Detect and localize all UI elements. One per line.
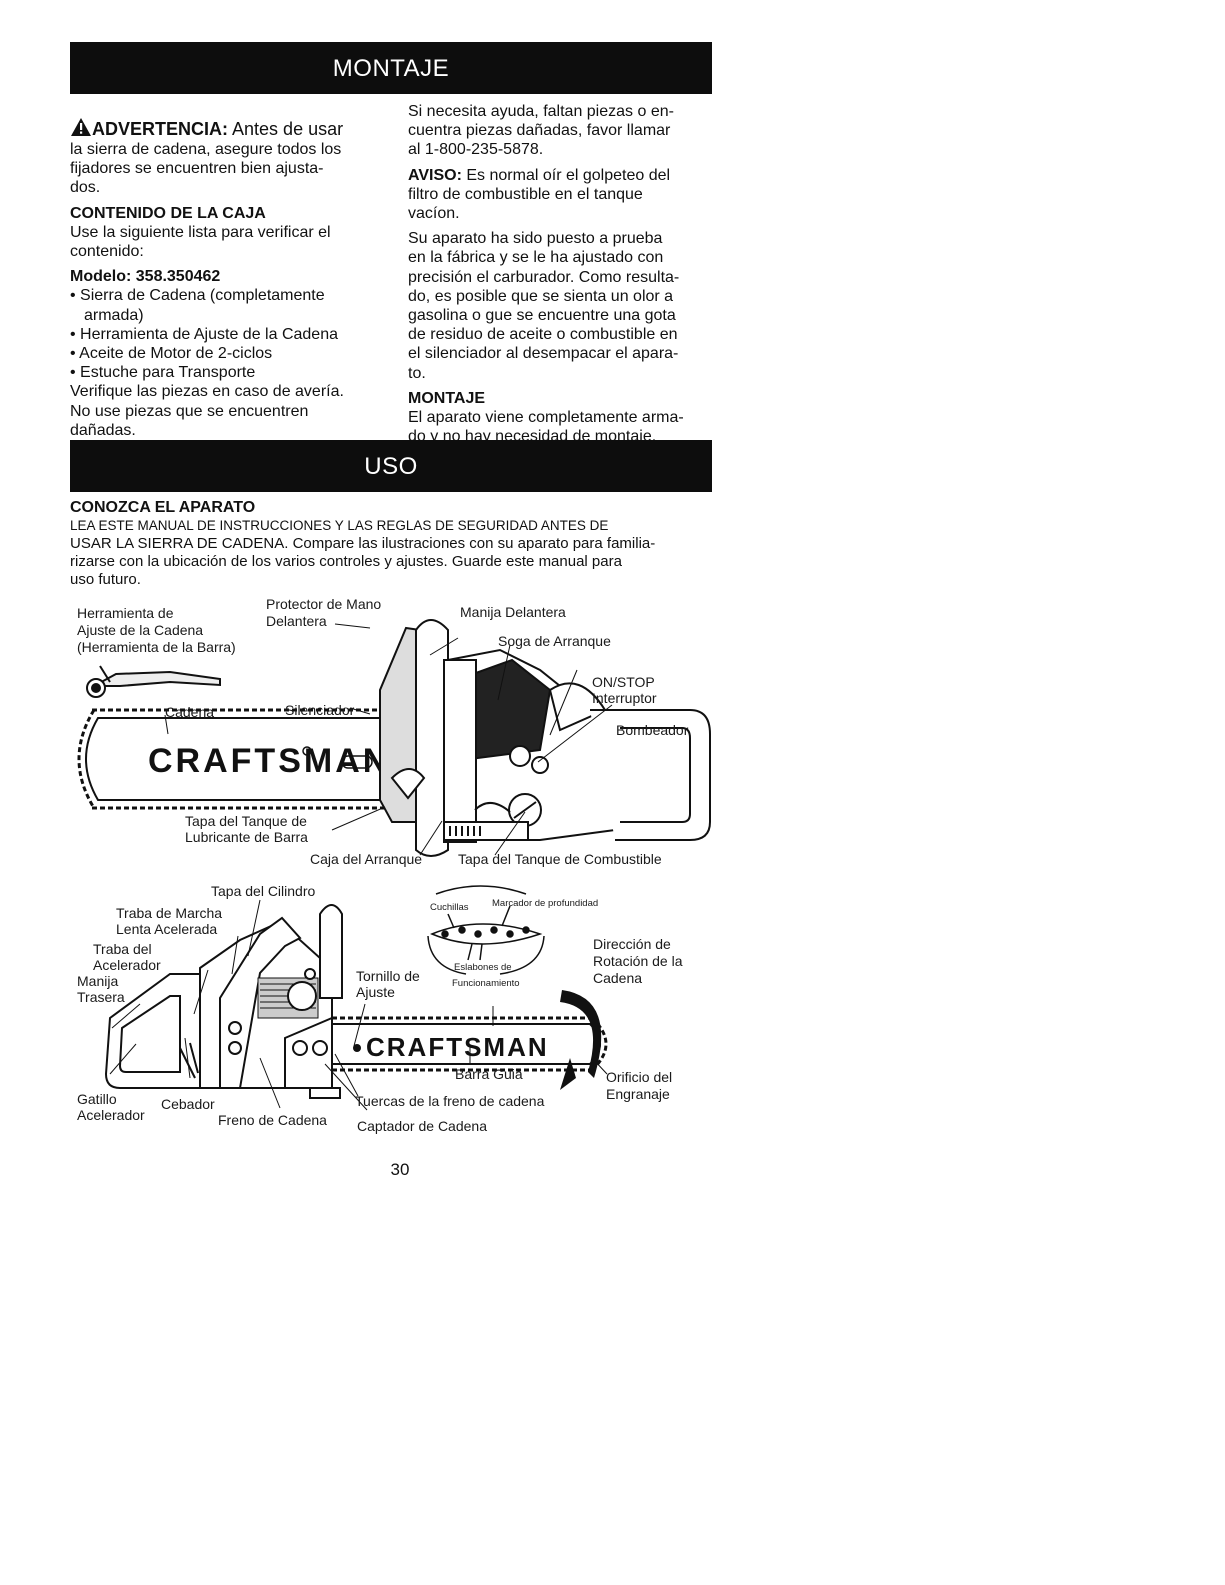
label-drive-links: Eslabones de: [454, 962, 512, 973]
leader-lines: [109, 899, 608, 1111]
tested-text: precisión el carburador. Como resulta-: [408, 268, 680, 286]
label-cylinder-cover: Tapa del Cilindro: [211, 883, 316, 899]
list-item: armada): [84, 306, 144, 324]
label-rear-handle: Trasera: [77, 989, 125, 1005]
label-chain-rotation: Rotación de la: [593, 953, 683, 969]
uso-text: LEA ESTE MANUAL DE INSTRUCCIONES Y LAS R…: [70, 518, 609, 534]
label-front-handle: Manija Delantera: [460, 604, 566, 620]
label-chain-rotation: Dirección de: [593, 936, 671, 952]
help-phone: al 1-800-235-5878.: [408, 141, 544, 159]
label-brake-nuts: Tuercas de la freno de cadena: [355, 1093, 545, 1109]
warning-text: la sierra de cadena, asegure todos los: [70, 141, 342, 158]
uso-heading: CONOZCA EL APARATO: [70, 499, 256, 516]
label-choke: Cebador: [161, 1096, 215, 1112]
list-item: Estuche para Transporte: [70, 363, 390, 382]
label-depth-gauge: Marcador de profundidad: [492, 898, 599, 909]
uso-intro: CONOZCA EL APARATO LEA ESTE MANUAL DE IN…: [70, 498, 730, 589]
tested-text: do, es posible que se sienta un olor a: [408, 287, 674, 305]
verify-text: Verifique las piezas en caso de avería.: [70, 383, 344, 401]
label-cutters: Cuchillas: [430, 902, 469, 913]
tested-text: to.: [408, 364, 426, 382]
label-fast-idle-lock: Traba de Marcha: [116, 905, 223, 921]
label-rear-handle: Manija: [77, 973, 119, 989]
warning-title: ADVERTENCIA:: [92, 119, 229, 139]
rotation-arrow-icon: [560, 990, 602, 1090]
page-number: 30: [390, 1160, 410, 1179]
guide-bar-icon: CRAFTSMAN: [331, 1016, 608, 1072]
assembly-text: El aparato viene completamente arma-: [408, 409, 684, 427]
label-sprocket-hole: Engranaje: [606, 1086, 670, 1102]
tested-text: gasolina o gue se encuentre una gota: [408, 307, 676, 325]
list-item: Sierra de Cadena (completamente: [70, 286, 390, 305]
tested-text: en la fábrica y se le ha ajustado con: [408, 249, 664, 267]
notice-text: vacíon.: [408, 205, 460, 223]
guide-bar-icon: CRAFTSMAN: [77, 708, 396, 810]
notice-text: filtro de combustible en el tanque: [408, 185, 643, 203]
chain-detail-icon: [427, 885, 545, 975]
label-throttle-trigger: Gatillo: [77, 1091, 117, 1107]
warning-text: Antes de usar: [228, 119, 344, 139]
chainsaw-diagram-top: CRAFTSMAN: [77, 619, 711, 857]
model-number: Modelo: 358.350462: [70, 268, 221, 286]
contents-heading: CONTENIDO DE LA CAJA: [70, 204, 266, 222]
left-column: ADVERTENCIA: Antes de usar la sierra de …: [70, 117, 390, 440]
section-header-uso: USO: [70, 440, 712, 492]
chainsaw-diagram-bottom: CRAFTSMAN: [104, 885, 608, 1111]
label-throttle-trigger: Acelerador: [77, 1107, 145, 1123]
contents-text: contenido:: [70, 243, 144, 261]
warning-icon: [71, 118, 91, 136]
label-primer: Bombeador: [616, 722, 689, 738]
list-item: Aceite de Motor de 2-ciclos: [70, 344, 390, 363]
verify-text: dañadas.: [70, 421, 136, 439]
label-on-stop-switch: Interruptor: [592, 690, 657, 706]
tested-text: Su aparato ha sido puesto a prueba: [408, 230, 663, 248]
right-column: Si necesita ayuda, faltan piezas o en- c…: [408, 102, 718, 446]
tested-text: el silenciador al desempacar el apara-: [408, 345, 679, 363]
label-sprocket-hole: Orificio del: [606, 1069, 673, 1085]
label-muffler: Silenciador: [285, 702, 355, 718]
section-header-montaje: MONTAJE: [70, 42, 712, 94]
label-chain-tool: (Herramienta de la Barra): [77, 639, 236, 655]
list-item: Herramienta de Ajuste de la Cadena: [70, 325, 390, 344]
chain-tool-icon: [86, 665, 221, 698]
assembly-heading: MONTAJE: [408, 389, 486, 407]
label-adjusting-screw: Tornillo de: [356, 968, 420, 984]
verify-text: No use piezas que se encuentren: [70, 402, 309, 420]
label-fuel-cap: Tapa del Tanque de Combustible: [458, 851, 662, 867]
uso-text: USAR LA SIERRA DE CADENA. Compare las il…: [70, 535, 656, 553]
uso-text: uso futuro.: [70, 571, 141, 589]
label-throttle-lock: Acelerador: [93, 957, 161, 973]
notice-title: AVISO:: [408, 166, 462, 184]
label-on-stop-switch: ON/STOP: [592, 674, 655, 690]
label-chain-tool: Ajuste de la Cadena: [77, 622, 204, 638]
label-chain-tool: Herramienta de: [77, 605, 174, 621]
saw-body-icon: [379, 619, 711, 857]
brand-logo: CRAFTSMAN: [366, 1032, 549, 1062]
tested-text: de residuo de aceite o combustible en: [408, 326, 678, 344]
label-starter-housing: Caja del Arranque: [310, 851, 423, 867]
warning-text: fijadores se encuentren bien ajusta-: [70, 160, 324, 178]
contents-text: Use la siguiente lista para verificar el: [70, 223, 331, 241]
label-chain-rotation: Cadena: [593, 970, 643, 986]
label-chain: Cadena: [165, 704, 215, 720]
label-oil-cap: Lubricante de Barra: [185, 829, 308, 845]
notice-text: Es normal oír el golpeteo del: [461, 166, 671, 184]
label-hand-guard: Protector de Mano: [266, 596, 382, 612]
label-drive-links: Funcionamiento: [452, 978, 520, 989]
brand-logo: CRAFTSMAN: [148, 742, 390, 780]
help-text: cuentra piezas dañadas, favor llamar: [408, 122, 671, 140]
label-chain-catcher: Captador de Cadena: [357, 1118, 487, 1134]
label-starter-rope: Soga de Arranque: [498, 633, 611, 649]
warning-text: dos.: [70, 179, 101, 197]
uso-text: rizarse con la ubicación de los varios c…: [70, 553, 622, 571]
leader-lines: [164, 623, 613, 856]
label-oil-cap: Tapa del Tanque de: [185, 813, 307, 829]
label-hand-guard: Delantera: [266, 613, 327, 629]
label-guide-bar: Barra Guia: [455, 1066, 523, 1082]
label-chain-brake: Freno de Cadena: [218, 1112, 327, 1128]
label-throttle-lock: Traba del: [93, 941, 152, 957]
label-adjusting-screw: Ajuste: [356, 984, 395, 1000]
help-text: Si necesita ayuda, faltan piezas o en-: [408, 103, 674, 120]
label-fast-idle-lock: Lenta Acelerada: [116, 921, 218, 937]
